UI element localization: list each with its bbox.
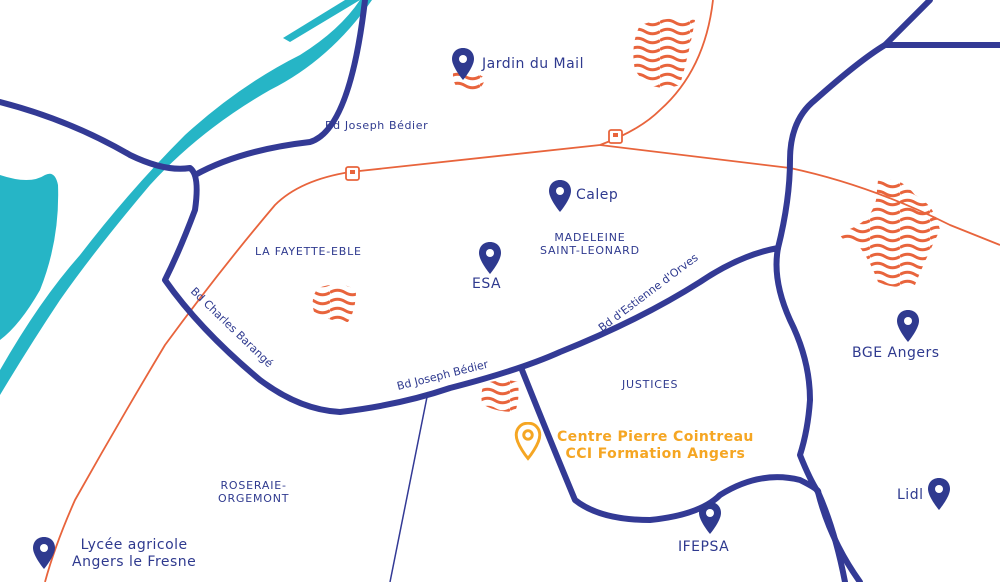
district-label: MADELEINE SAINT-LEONARD [540, 231, 640, 258]
place-label[interactable]: Lycée agricole Angers le Fresne [72, 537, 197, 570]
district-label: JUSTICES [622, 378, 679, 391]
map-pin-icon[interactable] [548, 180, 572, 214]
railways [44, 0, 1000, 582]
district-label: LA FAYETTE-EBLE [255, 245, 362, 258]
place-label[interactable]: Lidl [897, 487, 924, 503]
map-pin-icon[interactable] [32, 537, 56, 571]
map-pin-icon[interactable] [896, 310, 920, 344]
river [0, 0, 372, 395]
place-label[interactable]: BGE Angers [852, 345, 940, 361]
green-space-wave-icon [633, 18, 695, 88]
green-space-wave-icon [839, 179, 940, 287]
map-pin-icon[interactable] [698, 502, 722, 536]
district-label: ROSERAIE- ORGEMONT [218, 479, 290, 506]
road-minor [389, 391, 429, 582]
train-station-icon [608, 129, 623, 144]
map-pin-icon[interactable] [478, 242, 502, 276]
destination-label[interactable]: Centre Pierre Cointreau CCI Formation An… [557, 429, 754, 463]
place-label[interactable]: IFEPSA [678, 539, 730, 555]
green-space-wave-icon [481, 380, 519, 412]
train-station-icon [345, 166, 360, 181]
map-pin-icon[interactable] [927, 478, 951, 512]
map-pin-icon[interactable] [513, 422, 543, 462]
map-pin-icon[interactable] [451, 48, 475, 82]
green-spaces [312, 18, 940, 412]
destination-name-line2: CCI Formation Angers [565, 445, 746, 462]
place-label[interactable]: Jardin du Mail [482, 56, 584, 72]
street-label: Bd Joseph Bédier [325, 119, 429, 132]
place-label[interactable]: ESA [472, 276, 502, 292]
green-space-wave-icon [312, 284, 356, 322]
place-label[interactable]: Calep [576, 187, 619, 203]
destination-name-line1: Centre Pierre Cointreau [557, 429, 754, 445]
